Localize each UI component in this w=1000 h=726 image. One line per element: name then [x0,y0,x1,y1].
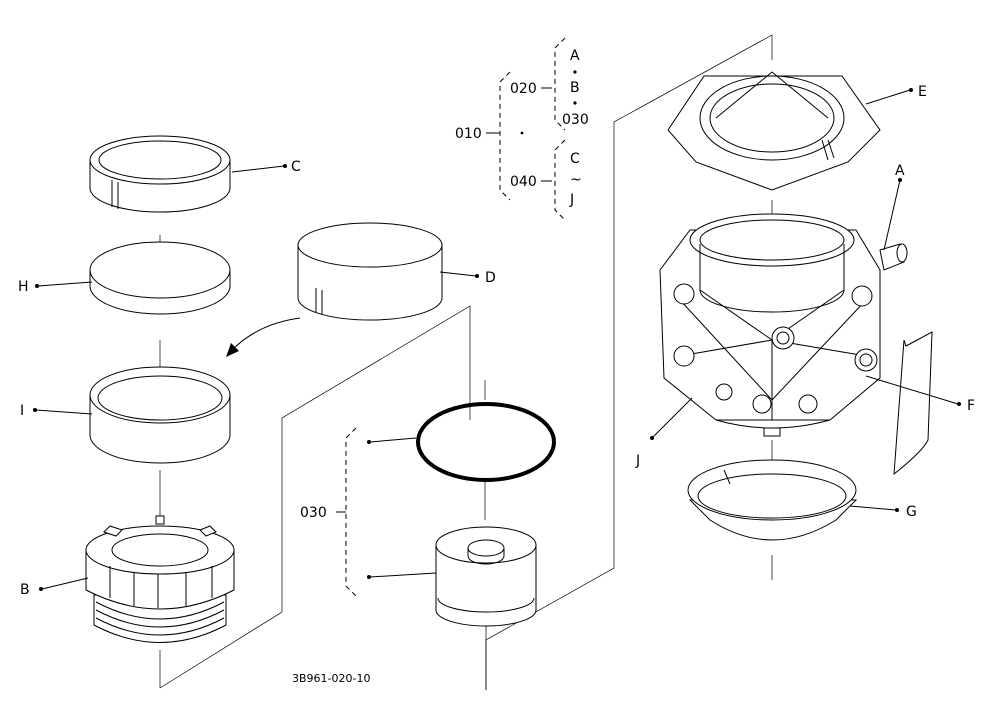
label-F: F [967,398,975,414]
callout-leaders: C H D I B E A F J G [18,84,975,598]
tree-bracket-040 [554,139,566,221]
label-D: D [485,270,496,286]
tree-range-symbol: ~ [570,172,582,188]
part-D-band [297,222,443,321]
part-F-sheet [893,331,933,476]
label-E: E [918,84,927,100]
tree-sub-A: A [570,48,580,64]
label-A: A [895,163,905,179]
tree-group-020: 020 [510,81,537,97]
assembly-tree: 010 020 A B 030 040 C ~ J [455,37,589,221]
tree-sub-B: B [570,80,580,96]
part-B-cap [85,515,235,643]
label-B: B [20,582,30,598]
o-ring-part [416,402,556,482]
label-J: J [635,453,640,469]
label-I: I [20,403,24,419]
part-G-dish [687,459,858,541]
tree-sub-C: C [570,151,580,167]
label-C: C [291,159,301,175]
callout-030-group: 030 [300,427,437,597]
part-I-ring [89,366,231,464]
part-H-disc [89,241,231,315]
housing-part [659,213,908,437]
label-H: H [18,279,29,295]
tree-item-030: 030 [562,112,589,128]
tree-group-040: 040 [510,174,537,190]
tree-bracket-020 [554,37,566,131]
part-C-ring [89,135,231,213]
tree-sub-J: J [569,192,574,208]
part-E-ring [667,71,881,191]
tree-root-010: 010 [455,126,482,142]
filter-cartridge-part [435,526,537,627]
move-arrow [226,317,301,357]
callout-030-label: 030 [300,505,327,521]
label-G: G [906,504,917,520]
tree-bracket-010 [499,71,511,201]
drawing-id: 3B961-020-10 [292,672,370,685]
